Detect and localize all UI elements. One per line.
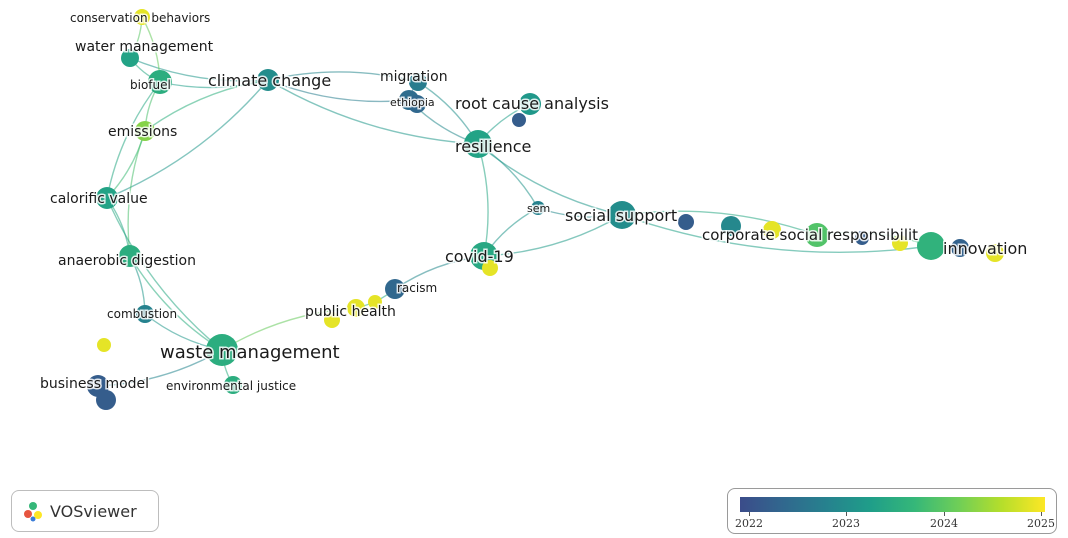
node-unlabeled-i[interactable] xyxy=(324,312,340,328)
legend-color-bar xyxy=(740,497,1045,512)
label-sem[interactable]: sem xyxy=(526,201,552,217)
node-conservation-behaviors[interactable] xyxy=(134,9,150,25)
legend-tick-2025 xyxy=(1041,512,1042,516)
label-environmental-justice[interactable]: environmental justice xyxy=(165,378,298,395)
legend-label-2022: 2022 xyxy=(735,517,763,530)
label-migration[interactable]: migration xyxy=(379,68,450,87)
node-environmental-justice[interactable] xyxy=(224,376,242,394)
link-climate-change-migration xyxy=(267,71,419,83)
node-innovation[interactable] xyxy=(917,232,945,260)
label-resilience[interactable]: resilience xyxy=(454,136,533,158)
label-calorific-value[interactable]: calorific value xyxy=(49,190,150,209)
node-unlabeled-g[interactable] xyxy=(408,95,426,113)
legend-tick-2024 xyxy=(944,512,945,516)
link-biofuel-calorific-value xyxy=(106,81,161,199)
node-unlabeled-n[interactable] xyxy=(368,295,382,309)
label-ethiopia[interactable]: ethiopia xyxy=(389,95,437,111)
node-combustion[interactable] xyxy=(136,305,154,323)
label-corporate-social-responsibility[interactable]: corporate social responsibilit xyxy=(701,225,920,246)
link-social-support-corporate-social-responsibility xyxy=(621,210,818,236)
node-unlabeled-c[interactable] xyxy=(721,216,741,236)
node-climate-change[interactable] xyxy=(257,69,279,91)
link-climate-change-calorific-value xyxy=(106,79,269,199)
legend-label-2024: 2024 xyxy=(930,517,958,530)
legend-label-2023: 2023 xyxy=(832,517,860,530)
vosviewer-logo-box: VOSviewer xyxy=(11,490,159,532)
link-climate-change-ethiopia xyxy=(267,79,410,103)
link-resilience-social-support xyxy=(477,143,623,216)
node-root-cause-analysis[interactable] xyxy=(519,93,541,115)
node-emissions[interactable] xyxy=(135,121,155,141)
node-unlabeled-a[interactable] xyxy=(512,113,526,127)
node-calorific-value[interactable] xyxy=(96,187,118,209)
legend-tick-2023 xyxy=(846,512,847,516)
label-anaerobic-digestion[interactable]: anaerobic digestion xyxy=(57,252,198,271)
link-climate-change-emissions xyxy=(144,79,269,132)
link-covid-19-social-support xyxy=(483,214,623,257)
legend-tick-2022 xyxy=(749,512,750,516)
link-climate-change-resilience xyxy=(267,79,479,145)
node-biofuel[interactable] xyxy=(148,70,172,94)
node-unlabeled-f[interactable] xyxy=(892,235,908,251)
link-emissions-calorific-value xyxy=(106,130,146,199)
label-social-support[interactable]: social support xyxy=(564,205,679,227)
node-unlabeled-d[interactable] xyxy=(763,221,781,239)
label-covid-19[interactable]: covid-19 xyxy=(444,246,516,268)
label-public-health[interactable]: public health xyxy=(304,303,398,322)
node-unlabeled-h[interactable] xyxy=(482,260,498,276)
link-covid-19-resilience xyxy=(477,143,489,257)
node-racism[interactable] xyxy=(385,279,405,299)
label-innovation[interactable]: innovation xyxy=(942,238,1029,260)
year-color-legend: 2022 2023 2024 2025 xyxy=(727,488,1057,534)
label-waste-management[interactable]: waste management xyxy=(159,341,342,365)
node-unlabeled-e[interactable] xyxy=(855,231,869,245)
node-sem[interactable] xyxy=(531,201,545,215)
label-business-model[interactable]: business model xyxy=(39,375,151,394)
node-unlabeled-b[interactable] xyxy=(678,214,694,230)
label-emissions[interactable]: emissions xyxy=(107,123,179,142)
label-climate-change[interactable]: climate change xyxy=(207,70,333,92)
link-waste-management-calorific-value xyxy=(106,197,223,351)
node-anaerobic-digestion[interactable] xyxy=(119,245,141,267)
node-public-health[interactable] xyxy=(347,299,365,317)
vosviewer-logo-text: VOSviewer xyxy=(50,501,137,521)
node-waste-management[interactable] xyxy=(206,334,238,366)
node-water-management[interactable] xyxy=(121,49,139,67)
node-resilience[interactable] xyxy=(464,130,492,158)
node-social-support[interactable] xyxy=(608,201,636,229)
network-nodes xyxy=(87,9,1004,410)
label-conservation-behaviors[interactable]: conservation behaviors xyxy=(69,10,212,27)
node-unlabeled-m[interactable] xyxy=(951,239,969,257)
node-migration[interactable] xyxy=(409,73,427,91)
link-climate-change-water-management xyxy=(129,57,269,82)
label-combustion[interactable]: combustion xyxy=(106,306,179,323)
legend-label-2025: 2025 xyxy=(1027,517,1055,530)
link-social-support-innovation xyxy=(621,214,932,253)
network-map: conservation behaviors water management bi… xyxy=(39,9,1029,410)
network-labels: conservation behaviors water management bi… xyxy=(39,10,1029,395)
label-biofuel[interactable]: biofuel xyxy=(129,77,173,94)
label-root-cause-analysis[interactable]: root cause analysis xyxy=(454,93,611,115)
node-unlabeled-j[interactable] xyxy=(96,390,116,410)
node-unlabeled-k[interactable] xyxy=(97,338,111,352)
node-unlabeled-l[interactable] xyxy=(986,244,1004,262)
vosviewer-logo-icon xyxy=(24,502,42,522)
label-racism[interactable]: racism xyxy=(396,280,439,297)
node-corporate-social-responsibility[interactable] xyxy=(805,223,829,247)
label-water-management[interactable]: water management xyxy=(74,38,216,57)
